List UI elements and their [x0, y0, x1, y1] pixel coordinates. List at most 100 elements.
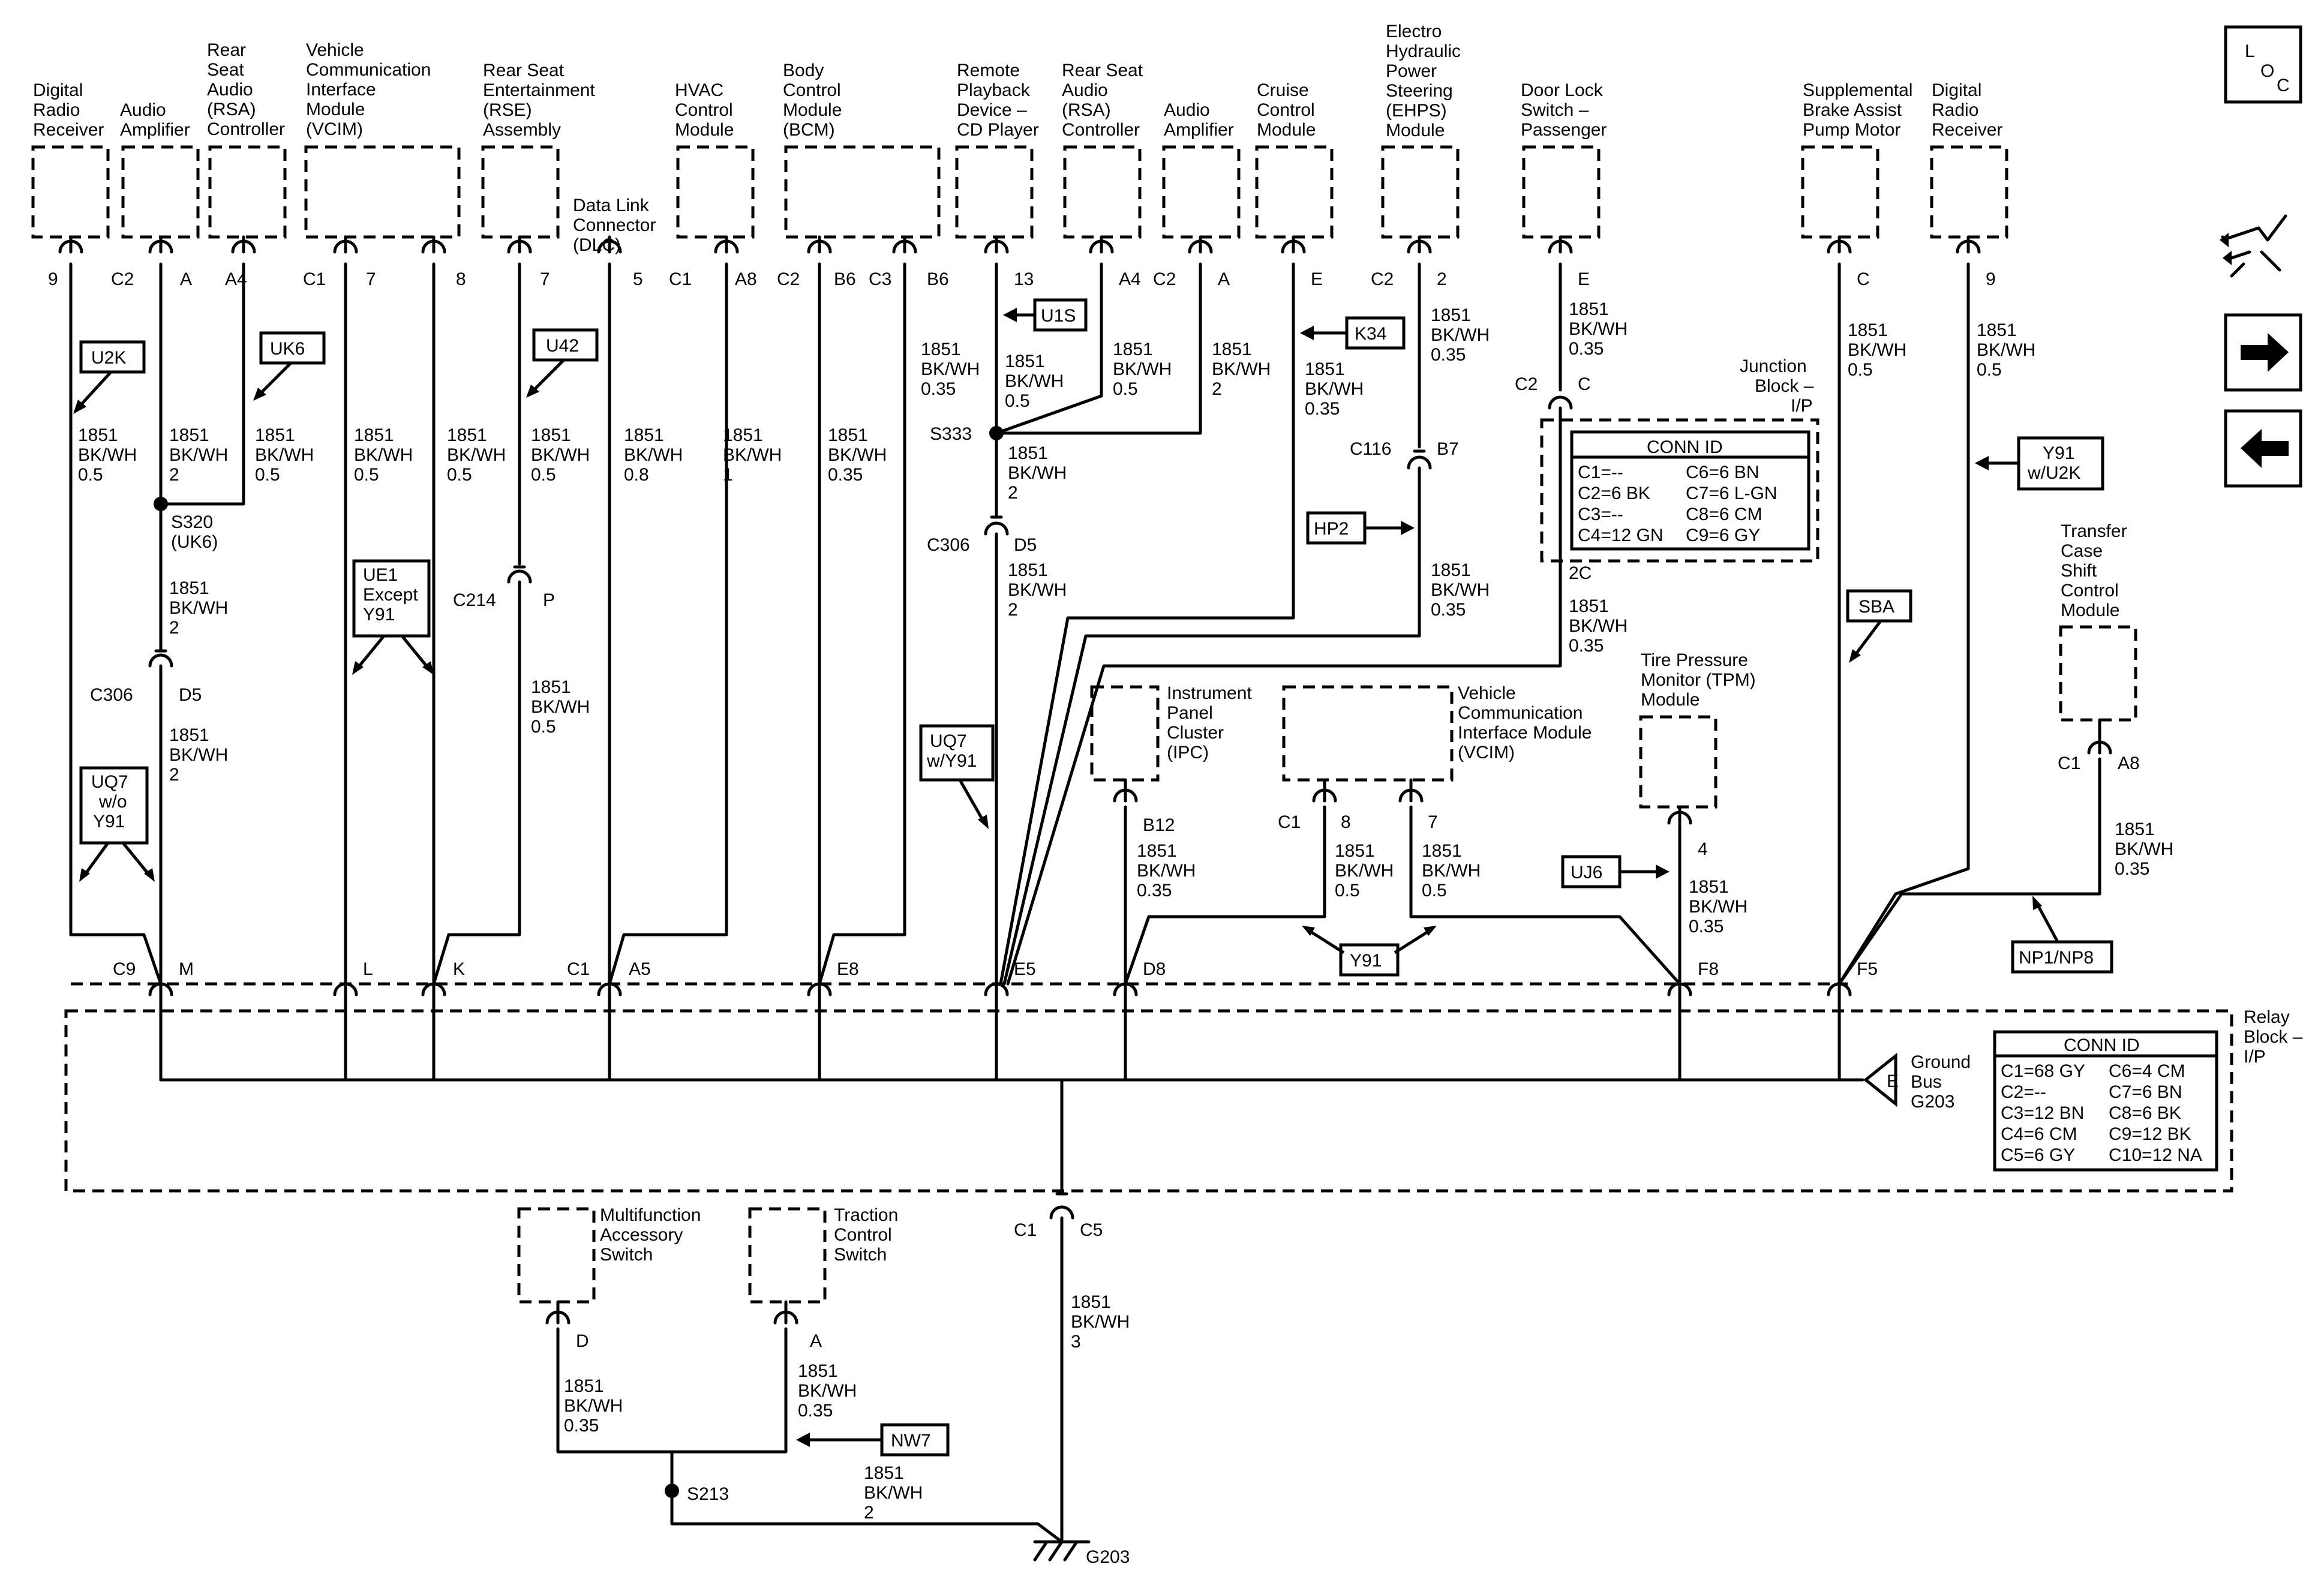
svg-text:A: A: [180, 269, 192, 289]
svg-text:C7=6 L-GN: C7=6 L-GN: [1686, 484, 1777, 503]
svg-text:S320: S320: [171, 512, 213, 532]
svg-text:C1: C1: [1014, 1220, 1037, 1240]
svg-text:13: 13: [1014, 269, 1034, 289]
svg-text:A: A: [810, 1331, 822, 1351]
connector-view-icon[interactable]: [2220, 214, 2287, 278]
svg-text:2: 2: [1437, 269, 1447, 289]
top-module-boxes: [31, 145, 2008, 239]
svg-text:A4: A4: [1119, 269, 1141, 289]
svg-text:C3: C3: [869, 269, 891, 289]
svg-text:UK6: UK6: [270, 339, 305, 359]
svg-text:C1=--: C1=--: [1578, 463, 1623, 482]
svg-text:U2K: U2K: [91, 348, 126, 368]
svg-text:C6=6 BN: C6=6 BN: [1686, 463, 1759, 482]
svg-text:9: 9: [48, 269, 58, 289]
svg-text:UJ6: UJ6: [1571, 863, 1602, 882]
svg-text:C5: C5: [1080, 1220, 1103, 1240]
svg-text:S213: S213: [687, 1484, 729, 1504]
svg-text:C7=6 BN: C7=6 BN: [2109, 1082, 2182, 1102]
svg-text:A: A: [1218, 269, 1230, 289]
svg-text:C8=6 BK: C8=6 BK: [2109, 1103, 2181, 1123]
svg-text:C1: C1: [2058, 754, 2080, 773]
svg-text:P: P: [543, 590, 555, 610]
splices: S320 (UK6) S333 S213: [154, 424, 1004, 1504]
svg-text:L: L: [2245, 41, 2255, 61]
svg-text:8: 8: [1341, 812, 1351, 832]
top-pin-labels: 9 C2 A A4 C1 7 8 7 5 C1 A8 C2 B6 C3 B6 1…: [48, 269, 1996, 289]
svg-text:D5: D5: [179, 685, 202, 705]
svg-text:9: 9: [1986, 269, 1996, 289]
prev-page-button[interactable]: [2224, 409, 2302, 488]
svg-text:C1: C1: [1278, 812, 1301, 832]
svg-text:C2=--: C2=--: [2001, 1082, 2046, 1102]
svg-text:C4=12 GN: C4=12 GN: [1578, 526, 1664, 545]
svg-text:C: C: [1578, 374, 1591, 394]
svg-text:C1: C1: [567, 959, 590, 979]
svg-text:K: K: [453, 959, 465, 979]
svg-text:CONN ID: CONN ID: [1647, 437, 1723, 457]
svg-text:C2: C2: [1153, 269, 1176, 289]
svg-text:C8=6 CM: C8=6 CM: [1686, 505, 1762, 524]
svg-text:B12: B12: [1143, 815, 1175, 835]
svg-text:C1: C1: [303, 269, 326, 289]
svg-text:2C: 2C: [1569, 563, 1592, 583]
svg-text:E: E: [1311, 269, 1323, 289]
svg-text:F8: F8: [1698, 959, 1719, 979]
svg-text:7: 7: [366, 269, 376, 289]
next-page-button[interactable]: [2224, 313, 2302, 392]
svg-text:(UK6): (UK6): [171, 532, 218, 552]
svg-text:C3=12 BN: C3=12 BN: [2001, 1103, 2084, 1123]
loc-button[interactable]: L O C: [2224, 25, 2302, 104]
svg-text:C1=68 GY: C1=68 GY: [2001, 1061, 2085, 1081]
ground-connector: C1 C5: [1014, 1192, 1103, 1240]
svg-text:CONN ID: CONN ID: [2064, 1035, 2140, 1055]
svg-text:NW7: NW7: [891, 1431, 931, 1451]
svg-text:A8: A8: [2118, 754, 2140, 773]
svg-text:C306: C306: [90, 685, 133, 705]
svg-text:C2=6 BK: C2=6 BK: [1578, 484, 1650, 503]
svg-text:C2: C2: [1371, 269, 1394, 289]
